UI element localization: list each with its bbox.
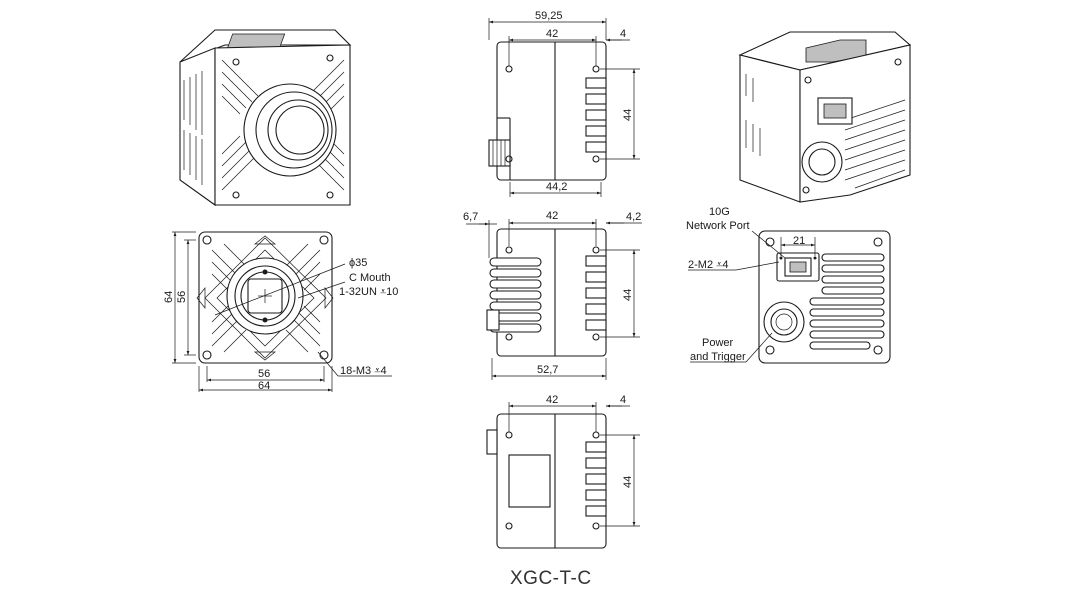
isometric-back-view xyxy=(738,31,912,203)
front-inner-height: 56 xyxy=(176,291,188,303)
power-label-1: Power xyxy=(702,337,734,349)
screws-label: 2-M2 ⩡4 xyxy=(688,259,728,271)
model-title: XGC-T-C xyxy=(510,568,592,589)
isometric-front-view xyxy=(179,29,352,207)
network-port-label-2: Network Port xyxy=(686,220,750,232)
mount-label-2: 1-32UN ⩡10 xyxy=(339,286,398,298)
middle-height: 44 xyxy=(622,289,634,301)
bottom-body-width: 42 xyxy=(546,394,558,406)
side-view-middle: 6,7 42 4,2 44 52,7 xyxy=(463,210,642,380)
top-height: 44 xyxy=(622,109,634,121)
middle-overall-width: 52,7 xyxy=(537,364,558,376)
top-bottom-width: 44,2 xyxy=(546,181,567,193)
back-view: 10G Network Port 21 2-M2 ⩡4 Power and Tr… xyxy=(686,206,891,364)
top-offset: 4 xyxy=(620,28,626,40)
mount-label-1: C Mouth xyxy=(349,272,391,284)
front-inner-width: 56 xyxy=(258,368,270,380)
front-outer-width: 64 xyxy=(258,380,270,392)
middle-right-offset: 4,2 xyxy=(626,211,641,223)
top-overall-width: 59,25 xyxy=(535,10,563,22)
bottom-height: 44 xyxy=(622,476,634,488)
top-body-width: 42 xyxy=(546,28,558,40)
network-port-label-1: 10G xyxy=(709,206,730,218)
lens-diameter: ϕ35 xyxy=(349,257,367,269)
side-view-top: 59,25 42 4 44 44,2 xyxy=(488,10,640,197)
middle-body-width: 42 xyxy=(546,210,558,222)
side-view-bottom: 42 4 44 xyxy=(486,394,640,549)
port-spacing: 21 xyxy=(793,235,805,247)
middle-left-offset: 6,7 xyxy=(463,211,478,223)
front-view: 56 64 64 56 ϕ35 C Mouth 1-32UN ⩡10 18-M3… xyxy=(163,231,398,392)
mounting-holes-label: 18-M3 ⩡4 xyxy=(340,365,387,377)
front-outer-height: 64 xyxy=(163,291,175,303)
bottom-offset: 4 xyxy=(620,394,626,406)
power-label-2: and Trigger xyxy=(690,351,746,363)
